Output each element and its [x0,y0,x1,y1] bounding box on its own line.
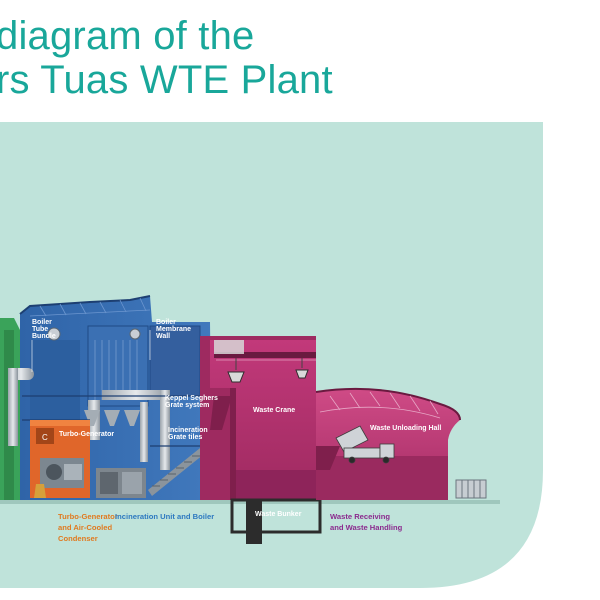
diagram-panel: C [0,122,600,600]
turbo-generator-label: Turbo-Generator [59,431,114,438]
waste-unloading-hall [315,387,461,500]
turbo-caption-line-2: and Air-Cooled [58,523,113,532]
waste-crane-grab [227,358,309,383]
label-boiler-membrane-wall: Boiler Membrane Wall [149,319,191,360]
section-receiving-caption: Waste Receiving and Waste Handling [330,512,403,532]
label-boiler-tube-bundle: Boiler Tube Bundle [31,319,56,372]
garbage-truck [335,425,395,464]
turbo-caption-line-1: Turbo-Generator [58,512,118,521]
waste-crane-label: Waste Crane [253,407,295,414]
incineration-grate-tiles-label-2: Grate tiles [168,434,202,441]
label-incineration-grate-tiles: Incineration Grate tiles [168,427,208,441]
boiler-tube-bundle-label-1: Boiler [32,319,52,326]
plant-cross-section: C [0,122,543,588]
boiler-membrane-wall-label-2: Membrane [156,326,191,333]
diagram-title-line-1: diagram of the [0,14,255,58]
incineration-caption: Incineration Unit and Boiler [115,512,214,521]
svg-text:C: C [42,433,48,442]
waste-bunker-building [200,336,322,544]
waste-unloading-hall-label: Waste Unloading Hall [370,425,441,432]
label-keppel-grate: Keppel Seghers Grate system [165,395,218,409]
receiving-caption-line-2: and Waste Handling [330,523,403,532]
receiving-caption-line-1: Waste Receiving [330,512,390,521]
diagram-title-line-2: rs Tuas WTE Plant [0,58,333,102]
incineration-grate-tiles-label-1: Incineration [168,427,208,434]
section-turbo-caption: Turbo-Generator and Air-Cooled Condenser [58,512,118,543]
boiler-membrane-wall-label-3: Wall [156,333,170,340]
boiler-tube-bundle-label-2: Tube [32,326,48,333]
turbo-caption-line-3: Condenser [58,534,98,543]
boiler-tube-bundle-label-3: Bundle [32,333,56,340]
boiler-membrane-wall-label-1: Boiler [156,319,176,326]
keppel-grate-label-2: Grate system [165,402,209,409]
turbo-generator-unit: C [30,420,90,498]
keppel-grate-label-1: Keppel Seghers [165,395,218,402]
site-fence [455,479,487,499]
waste-bunker-label: Waste Bunker [255,511,302,518]
